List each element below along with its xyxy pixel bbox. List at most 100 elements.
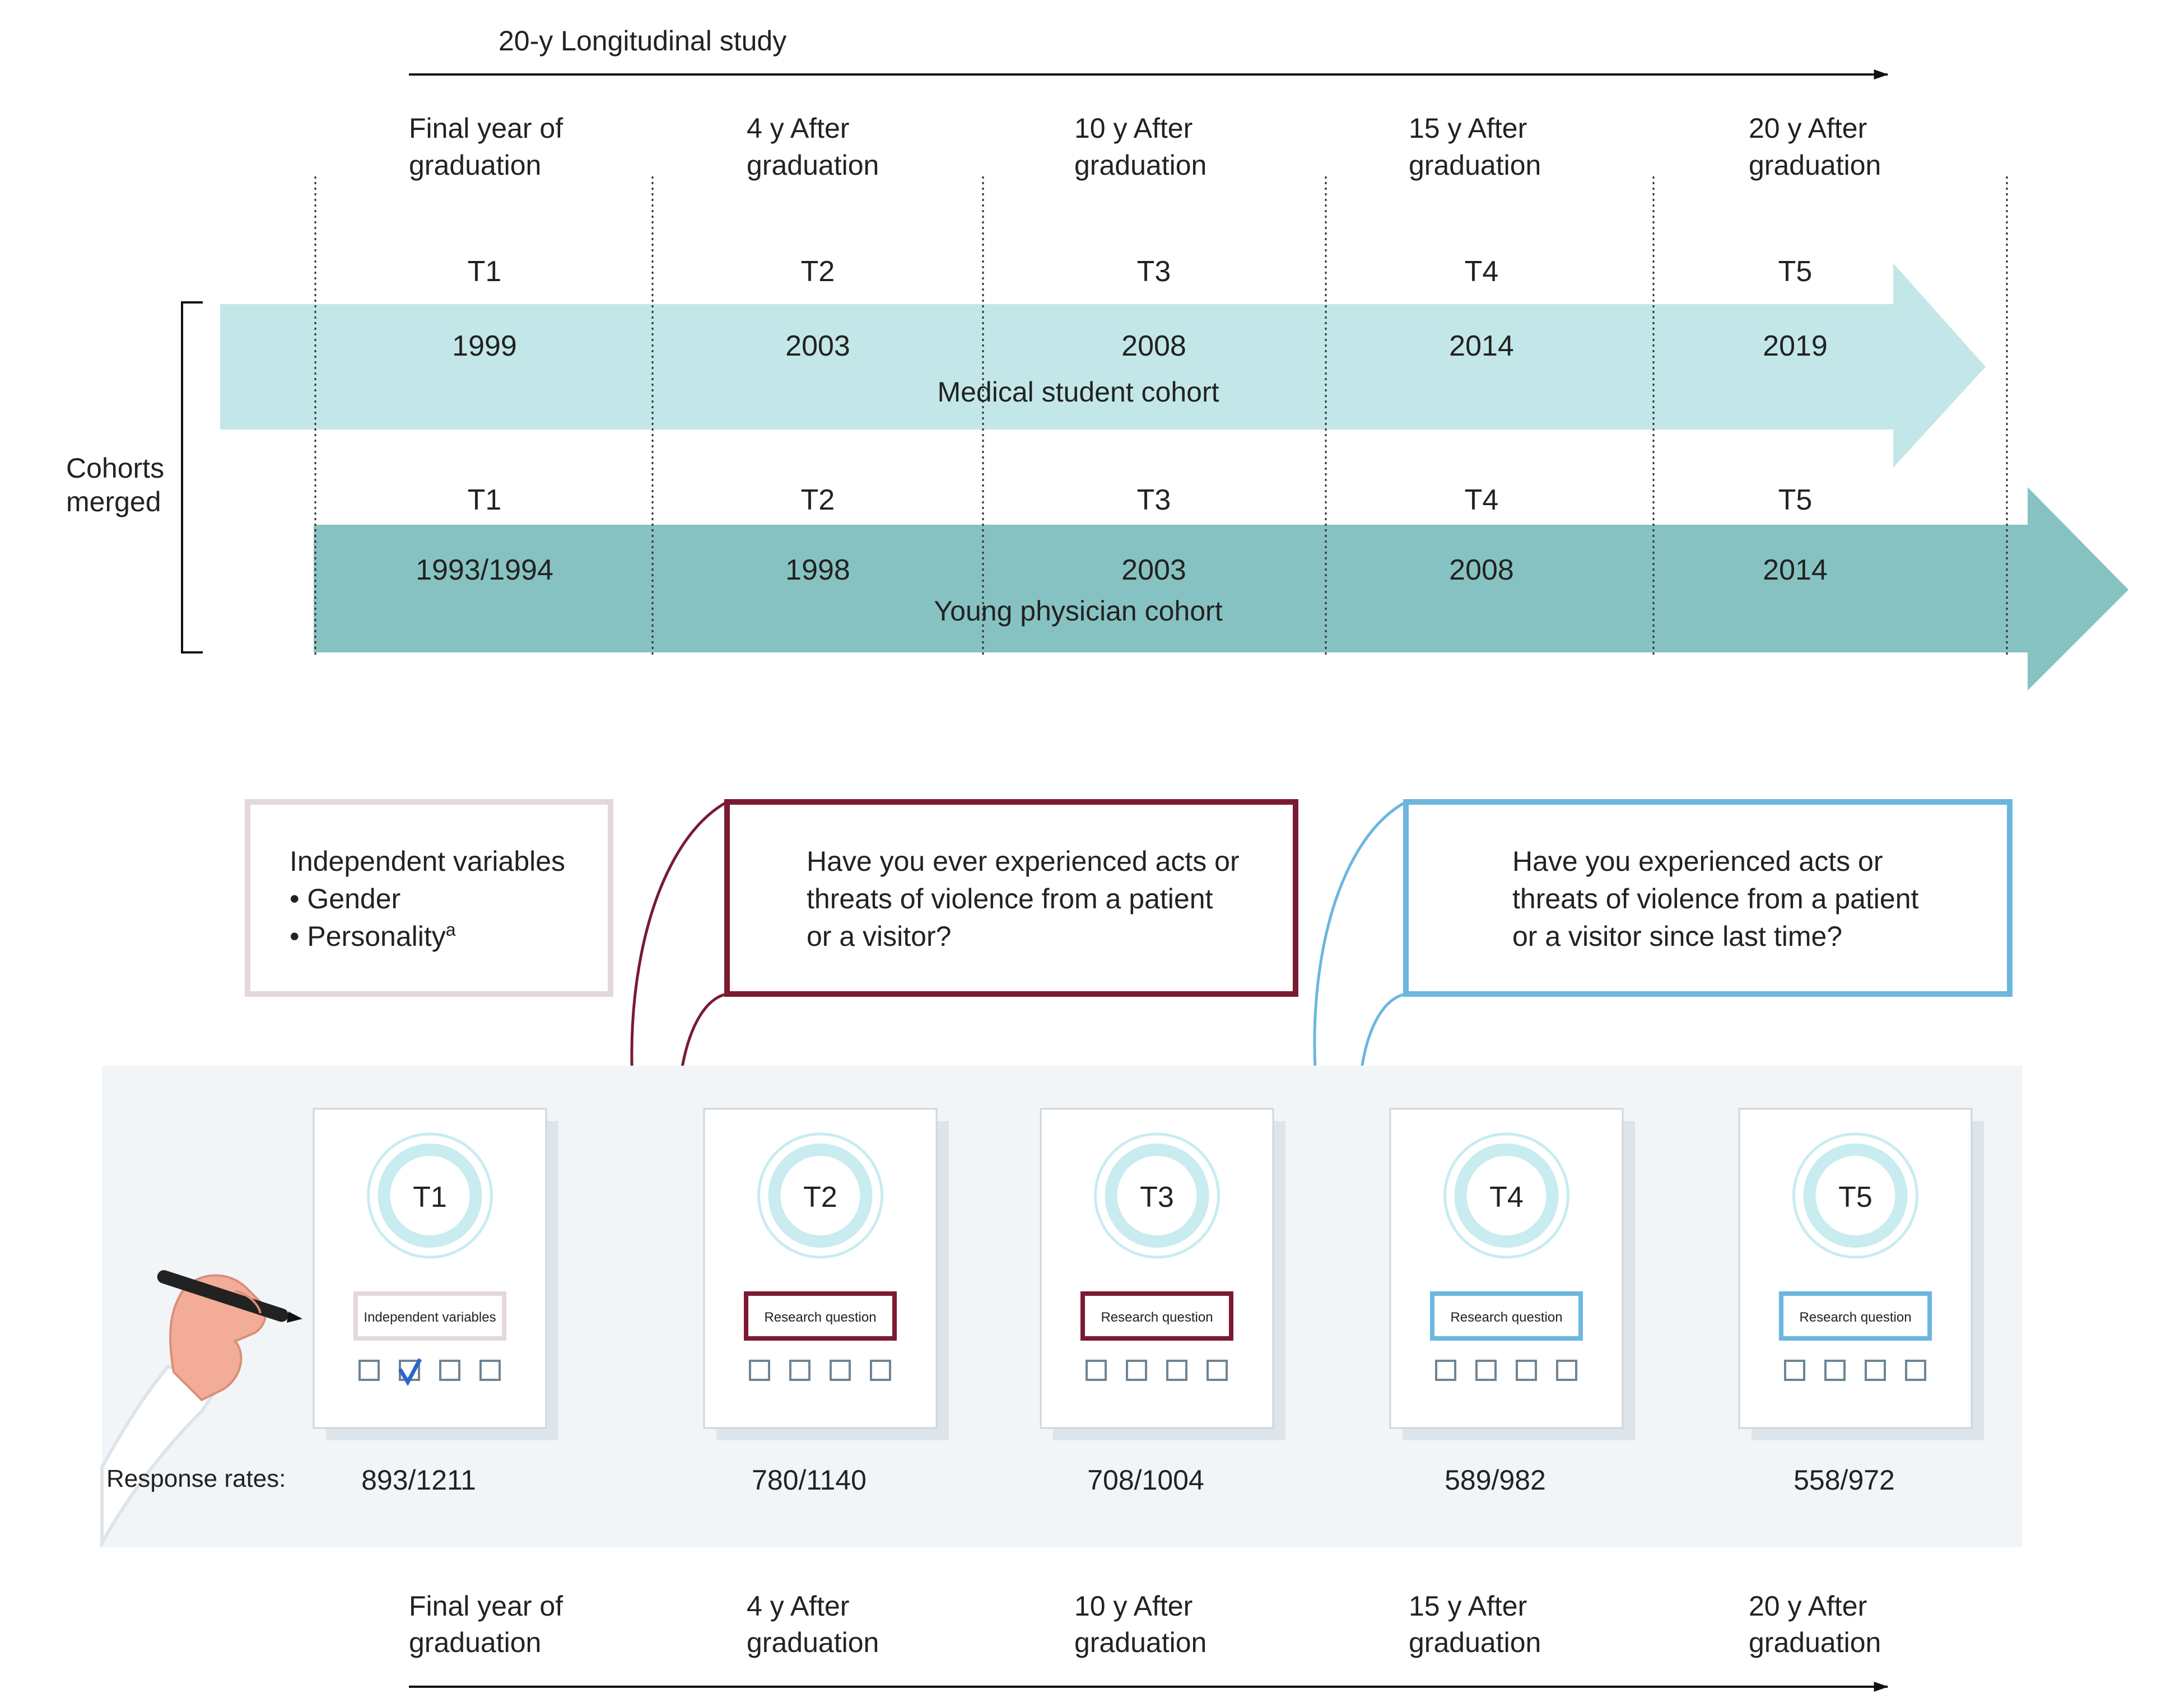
med-timepoint-t5: T5: [1778, 255, 1813, 288]
top-label-t3-line1: 10 y After: [1074, 113, 1193, 144]
form-question-label-t1: Independent variables: [364, 1310, 496, 1325]
med-timepoint-t4: T4: [1465, 255, 1499, 288]
answer-checkbox: [1516, 1360, 1537, 1381]
medical-student-cohort-label: Medical student cohort: [937, 376, 1219, 408]
answer-checkbox: [1207, 1360, 1228, 1381]
top-label-t2-line2: graduation: [747, 150, 879, 181]
form-question-box-t3: [1080, 1291, 1233, 1341]
timepoint-ring-outer: [1792, 1132, 1918, 1259]
answer-checkbox: [1435, 1360, 1456, 1381]
medical-student-cohort-arrow: [220, 263, 1986, 468]
top-label-t1-line2: graduation: [409, 150, 541, 181]
top-label-t5-line2: graduation: [1749, 150, 1881, 181]
response-rate-t5: 558/972: [1794, 1464, 1895, 1496]
bottom-label-t2-line1: 4 y After: [747, 1590, 849, 1622]
phys-year-t4: 2008: [1449, 554, 1514, 586]
phys-timepoint-t2: T2: [801, 484, 835, 516]
answer-checkbox: [1166, 1360, 1187, 1381]
answer-checkbox: [1556, 1360, 1577, 1381]
young-physician-cohort-arrow: [314, 487, 2128, 690]
cohort-timepoints: T11999T11993/1994T22003T21998T32008T3200…: [416, 255, 1828, 586]
answer-checkbox: [479, 1360, 501, 1381]
form-question-label-t3: Research question: [1101, 1310, 1213, 1325]
independent-variable-personality: • Personalitya: [290, 920, 456, 952]
phys-timepoint-t4: T4: [1465, 484, 1499, 516]
timepoint-ring: [1105, 1144, 1209, 1248]
form-question-box-t4: [1430, 1291, 1583, 1341]
form-question-label-t5: Research question: [1799, 1310, 1911, 1325]
answer-checkbox: [1126, 1360, 1147, 1381]
form-question-label-t2: Research question: [764, 1310, 876, 1325]
answer-checkbox: [870, 1360, 891, 1381]
top-label-t2-line1: 4 y After: [747, 113, 849, 144]
young-physician-cohort-label: Young physician cohort: [934, 595, 1222, 627]
bottom-timepoint-labels: Final year of graduation 4 y After graduati…: [409, 1590, 1881, 1658]
med-timepoint-t3: T3: [1137, 255, 1171, 288]
question-since-box: [1403, 799, 2013, 997]
independent-variables-title: Independent variables: [290, 846, 565, 877]
response-rate-t4: 589/982: [1445, 1464, 1546, 1496]
bottom-label-t3-line1: 10 y After: [1074, 1590, 1193, 1622]
bottom-label-t5-line2: graduation: [1749, 1627, 1881, 1658]
timepoint-ring: [1454, 1144, 1559, 1248]
answer-checkbox: [358, 1360, 380, 1381]
timepoint-ring: [768, 1144, 873, 1248]
form-timepoint-t2: T2: [803, 1181, 837, 1214]
form-timepoint-t1: T1: [413, 1181, 447, 1214]
cohorts-merged-label-line2: merged: [66, 486, 161, 517]
timepoint-ring: [1803, 1144, 1908, 1248]
phys-year-t5: 2014: [1763, 554, 1828, 586]
independent-variables-box: [245, 799, 613, 997]
med-year-t5: 2019: [1763, 330, 1828, 362]
cohorts-merged-bracket: [181, 301, 203, 654]
phys-timepoint-t3: T3: [1137, 484, 1171, 516]
question-since-line1: Have you experienced acts or: [1512, 846, 1883, 877]
bottom-label-t5-line1: 20 y After: [1749, 1590, 1867, 1622]
question-since-line2: threats of violence from a patient: [1512, 883, 1918, 914]
phys-year-t1: 1993/1994: [416, 554, 553, 586]
top-label-t3-line2: graduation: [1074, 150, 1207, 181]
answer-checkbox: [439, 1360, 460, 1381]
form-question-box-t1: [353, 1291, 506, 1341]
phys-timepoint-t1: T1: [468, 484, 502, 516]
timepoint-dividers: [314, 176, 2008, 655]
phys-timepoint-t5: T5: [1778, 484, 1813, 516]
phys-year-t2: 1998: [785, 554, 850, 586]
check-mark-icon: [398, 1358, 422, 1387]
independent-variable-gender: • Gender: [290, 883, 400, 914]
timepoint-ring-outer: [367, 1132, 493, 1259]
question-ever-line1: Have you ever experienced acts or: [807, 846, 1240, 877]
question-since-line3: or a visitor since last time?: [1512, 921, 1842, 952]
top-label-t4-line1: 15 y After: [1409, 113, 1527, 144]
top-label-t4-line2: graduation: [1409, 150, 1541, 181]
timepoint-ring-outer: [1443, 1132, 1569, 1259]
bottom-label-t1-line1: Final year of: [409, 1590, 563, 1622]
answer-checkbox: [749, 1360, 770, 1381]
form-question-label-t4: Research question: [1450, 1310, 1562, 1325]
med-year-t1: 1999: [452, 330, 517, 362]
med-timepoint-t2: T2: [801, 255, 835, 288]
question-ever-line2: threats of violence from a patient: [807, 883, 1213, 914]
response-rate-t2: 780/1140: [752, 1464, 867, 1496]
form-timepoint-t3: T3: [1140, 1181, 1174, 1214]
med-year-t2: 2003: [785, 330, 850, 362]
bottom-label-t2-line2: graduation: [747, 1627, 879, 1658]
response-rates-label: Response rates:: [106, 1465, 286, 1492]
timepoint-ring-outer: [757, 1132, 883, 1259]
form-question-box-t2: [744, 1291, 897, 1341]
timepoint-ring: [378, 1144, 482, 1248]
phys-year-t3: 2003: [1121, 554, 1186, 586]
form-timepoint-t5: T5: [1838, 1181, 1872, 1214]
response-rate-t3: 708/1004: [1087, 1464, 1204, 1496]
med-timepoint-t1: T1: [468, 255, 502, 288]
hand-with-pen-icon: [100, 1270, 302, 1550]
top-label-t5-line1: 20 y After: [1749, 113, 1867, 144]
answer-checkbox: [1865, 1360, 1886, 1381]
